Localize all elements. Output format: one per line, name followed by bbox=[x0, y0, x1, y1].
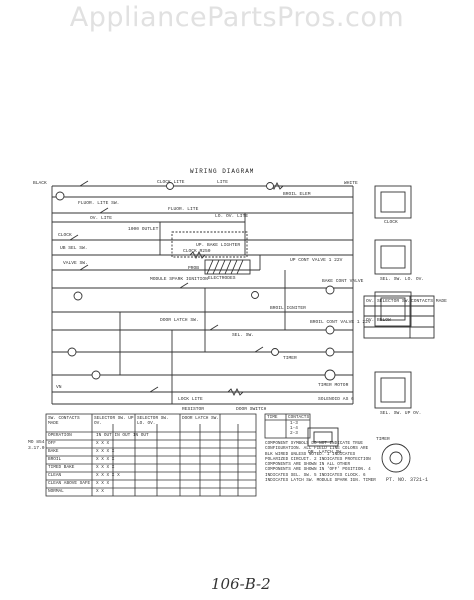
timer-table-row-1: 1-4 bbox=[290, 426, 298, 431]
broil-element-lamp bbox=[266, 182, 274, 190]
label-sel-sw-up-ov: SEL. SW. UP OV. bbox=[380, 411, 422, 416]
lo-ov-switch-block bbox=[374, 239, 412, 275]
table-row-bake: BAKE bbox=[48, 449, 59, 454]
page-id: 106-B-2 bbox=[211, 575, 271, 593]
switch-table-header-3: DOOR LATCH SW. bbox=[182, 416, 219, 421]
label-sel-sw: SEL. SW. bbox=[232, 333, 255, 338]
label-white: WHITE bbox=[344, 181, 358, 186]
label-timer-side: TIMER bbox=[376, 437, 390, 442]
switch-table-header-2: SELECTOR SW. LO. OV. bbox=[137, 416, 169, 426]
timer-coil bbox=[271, 348, 279, 356]
label-lock-lite: LOCK LITE bbox=[178, 397, 203, 402]
timer-table-header-1: CONTACTS bbox=[288, 415, 310, 420]
table-row-operation-marks: IN OUT IN OUT IN OUT bbox=[96, 433, 149, 438]
label-model-a: MO 854 bbox=[28, 440, 45, 445]
watermark: AppliancePartsPros.com bbox=[69, 2, 405, 33]
table-row-bake-marks: X X X X bbox=[96, 449, 115, 454]
bake-cont-valve-coil bbox=[325, 285, 335, 295]
label-up-bake-lighter: UP. BAKE LIGHTER bbox=[196, 243, 241, 248]
label-door-latch-sw: DOOR LATCH SW. bbox=[160, 318, 199, 323]
label-ovn-outlet: 1000 OUTLET bbox=[128, 227, 159, 232]
dr-latch-switch bbox=[307, 427, 339, 447]
lamp-left bbox=[67, 347, 77, 357]
label-ov-lite: OV. LITE bbox=[90, 216, 113, 221]
lamp-left-lower bbox=[91, 370, 101, 380]
sel-sw-detail bbox=[374, 291, 412, 327]
label-clock-r250: CLOCK R250 bbox=[183, 249, 211, 254]
timer-table-row-2: 2-3 bbox=[290, 431, 298, 436]
label-valve-sw: VALVE SW. bbox=[63, 261, 88, 266]
up-ov-switch-block bbox=[374, 371, 412, 409]
table-row-broil: BROIL bbox=[48, 457, 62, 462]
igniter-coil bbox=[251, 291, 259, 299]
label-clock-detail: CLOCK bbox=[384, 220, 398, 225]
table-row-off-marks: X X X bbox=[96, 441, 110, 446]
label-electrodes: ELECTRODES bbox=[208, 276, 236, 281]
label-ov-selector-sw: OV. SELECTOR SW. bbox=[366, 299, 411, 304]
timer-motor bbox=[324, 369, 336, 381]
table-row-timed-bake: TIMED BAKE bbox=[48, 465, 75, 470]
clock-lite-lamp bbox=[166, 182, 174, 190]
timer-table-frame bbox=[264, 413, 311, 439]
label-model-b: 3.17.0 bbox=[28, 446, 45, 451]
table-row-operation: OPERATION bbox=[48, 433, 72, 438]
label-door-switch: DOOR SWITCH bbox=[236, 407, 267, 412]
timer-table-row-0: 1-3 bbox=[290, 421, 298, 426]
figure-number: PT. NO. 3721-1 bbox=[386, 477, 429, 483]
label-solenoid: SOLENOID AS 6 bbox=[318, 397, 354, 402]
solenoid-coil bbox=[325, 347, 335, 357]
label-dr-latch-sw: DR. LATCH SW. bbox=[308, 450, 344, 455]
table-row-normal: NORMAL bbox=[48, 489, 64, 494]
diagram-title: WIRING DIAGRAM bbox=[190, 168, 255, 175]
table-row-normal-marks: X X bbox=[96, 489, 104, 494]
diagram-notes: COMPONENT SYMBOLS DO NOT INDICATE TRUE C… bbox=[265, 441, 376, 484]
label-timer-motor: TIMER MOTOR bbox=[318, 383, 349, 388]
label-clock: CLOCK bbox=[58, 233, 72, 238]
label-flour-lite-sw: FLUOR. LITE SW. bbox=[78, 201, 120, 206]
label-up-cont-valve: UP CONT VALVE 1 22V bbox=[290, 258, 343, 263]
contacts-table-box bbox=[363, 295, 435, 339]
clock-connector bbox=[374, 185, 412, 219]
clock-motor bbox=[73, 291, 83, 301]
switch-table-frame bbox=[45, 413, 257, 497]
label-bake-cont-valve: BAKE CONT VALVE bbox=[322, 279, 364, 284]
label-clock-lite: CLOCK LITE bbox=[157, 180, 185, 185]
label-broil-elem: BROIL ELEM bbox=[283, 192, 311, 197]
label-ub-sel-sw: UB SEL SW. bbox=[60, 246, 88, 251]
label-broil-cont-valve: BROIL CONT VALVE 1 22V bbox=[310, 320, 371, 325]
label-lite: LITE bbox=[217, 180, 229, 185]
flour-lite-lamp bbox=[55, 191, 65, 201]
table-row-clean-marks: X X X X X bbox=[96, 473, 120, 478]
label-prob: PROB bbox=[188, 266, 200, 271]
table-row-off: OFF bbox=[48, 441, 56, 446]
label-lo-ov-lite: LO. OV. LITE bbox=[215, 214, 249, 219]
label-broil-igniter: BROIL IGNITER bbox=[270, 306, 306, 311]
timer-dial bbox=[381, 443, 411, 473]
table-row-clean-above-marks: X X X bbox=[96, 481, 110, 486]
label-resistor: RESISTOR bbox=[182, 407, 205, 412]
table-row-timed-bake-marks: X X X X bbox=[96, 465, 115, 470]
table-row-clean: CLEAN bbox=[48, 473, 62, 478]
table-row-clean-above: CLEAN ABOVE SAFE bbox=[48, 481, 91, 486]
table-row-broil-marks: X X X X bbox=[96, 457, 115, 462]
broil-cont-valve-coil bbox=[325, 325, 335, 335]
label-black: BLACK bbox=[33, 181, 47, 186]
label-contacts-made: CONTACTS MADE bbox=[411, 299, 447, 304]
switch-table-header-1: SELECTOR SW. UP OV. bbox=[94, 416, 134, 426]
label-ov-below: OV. BELOW bbox=[366, 318, 391, 323]
label-flour-lite: FLUOR. LITE bbox=[168, 207, 199, 212]
switch-table-header-0: SW. CONTACTS MADE bbox=[48, 416, 80, 426]
label-sel-sw-lo-ov: SEL. SW. LO. OV. bbox=[380, 277, 425, 282]
timer-table-header-0: TIME bbox=[267, 415, 278, 420]
label-vn: VN bbox=[56, 385, 62, 390]
label-module-spark: MODULE SPARK IGNITION bbox=[150, 277, 208, 282]
label-timer: TIMER bbox=[283, 356, 297, 361]
